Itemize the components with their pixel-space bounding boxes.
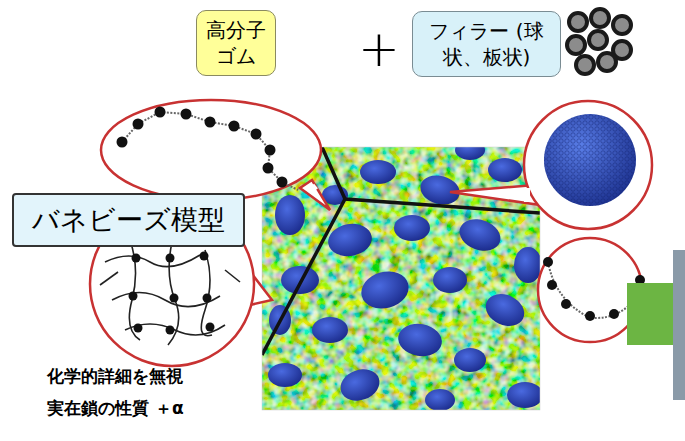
filler-icon [565, 9, 635, 76]
simulation-image [262, 147, 540, 410]
box-text: フィラー (球状、板状) [417, 18, 556, 70]
box-text: バネビーズ模型 [32, 202, 225, 237]
box-text: 高分子 ゴム [201, 17, 271, 69]
filler-box: フィラー (球状、板状) [412, 11, 561, 77]
model-box: バネビーズ模型 [12, 193, 245, 247]
polymer-box: 高分子 ゴム [196, 10, 276, 76]
note-text: 化学的詳細を無視 [47, 366, 183, 386]
note-text: 実在鎖の性質 ＋α [47, 398, 184, 418]
sphere-callout [450, 101, 652, 229]
photo-edge [673, 250, 685, 400]
plus-sign: + [358, 24, 400, 74]
